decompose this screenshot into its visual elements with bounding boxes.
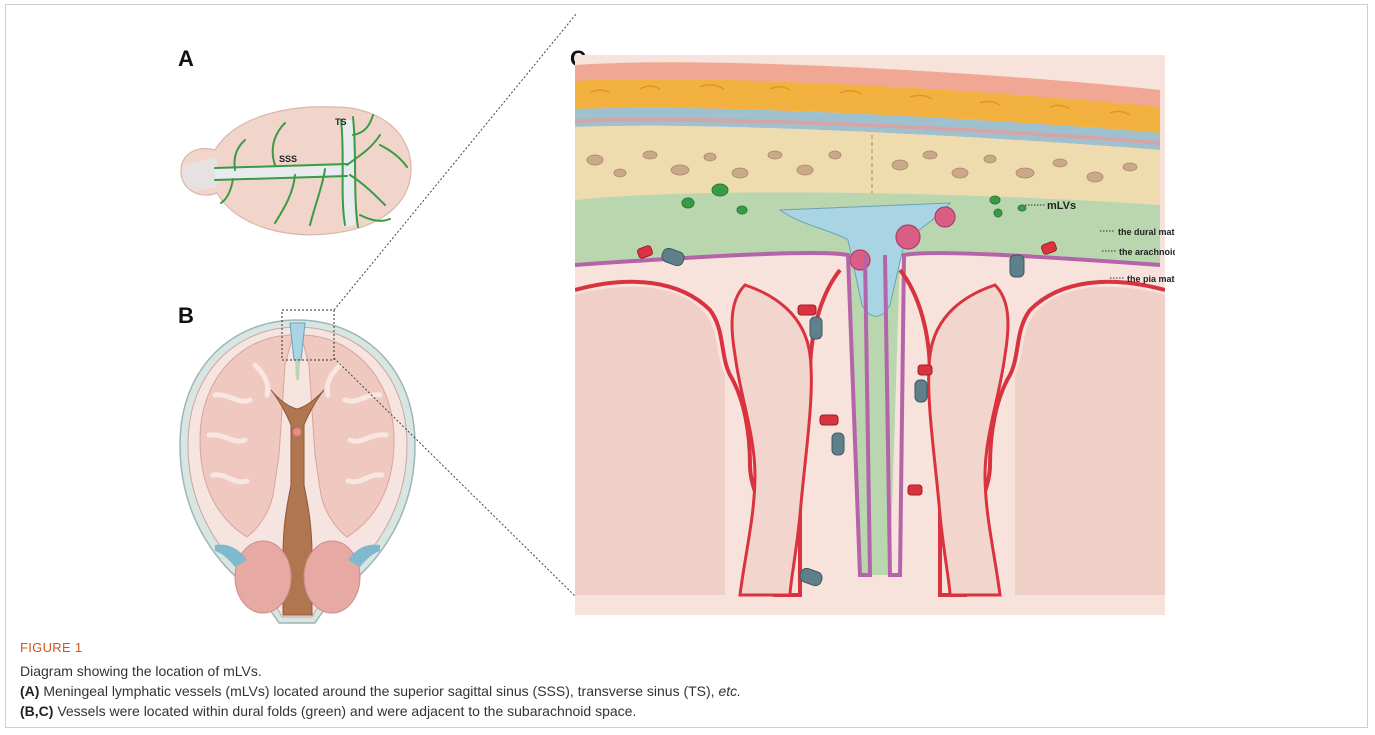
caption-etc: etc. — [718, 683, 741, 699]
caption-tag-bc: (B,C) — [20, 703, 53, 719]
label-pia-mater: the pia mater — [1127, 274, 1175, 284]
figure-caption: FIGURE 1 Diagram showing the location of… — [20, 640, 1350, 721]
caption-tag-a: (A) — [20, 683, 39, 699]
gyrus-right — [1015, 287, 1165, 595]
caption-text-a: Meningeal lymphatic vessels (mLVs) locat… — [39, 683, 718, 699]
figure-number: FIGURE 1 — [20, 640, 1350, 655]
caption-line-1: Diagram showing the location of mLVs. — [20, 661, 1350, 681]
caption-line-3: (B,C) Vessels were located within dural … — [20, 701, 1350, 721]
label-arachnoid: the arachnoid — [1119, 247, 1175, 257]
caption-text-bc: Vessels were located within dural folds … — [53, 703, 636, 719]
panel-c-meninges: mLVs the dural mater the arachnoid the p… — [570, 55, 1175, 615]
label-dural-mater: the dural mater — [1118, 227, 1175, 237]
label-mlvs: mLVs — [1047, 200, 1076, 212]
gyrus-left — [575, 287, 725, 595]
caption-line-2: (A) Meningeal lymphatic vessels (mLVs) l… — [20, 681, 1350, 701]
